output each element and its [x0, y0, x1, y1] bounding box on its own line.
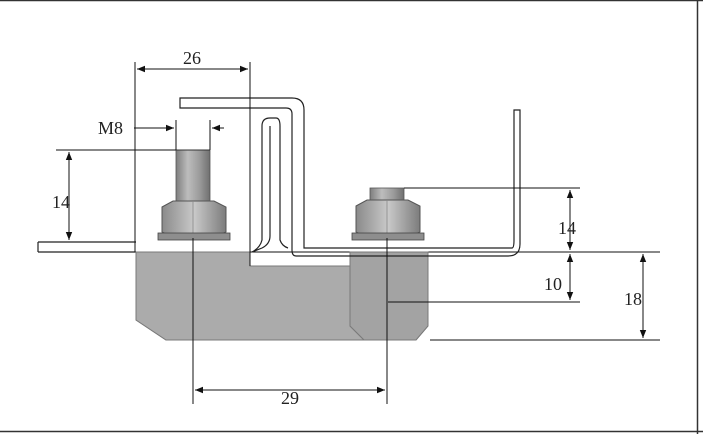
dim-label-29: 29 — [281, 388, 299, 408]
base-plate-line — [37, 241, 660, 253]
right-nut — [351, 199, 425, 241]
dimension-lower-height: 10 — [388, 254, 580, 303]
dim-label-26: 26 — [183, 48, 201, 68]
hook-profile — [179, 97, 521, 257]
dim-label-m8: M8 — [98, 118, 123, 138]
dim-label-10: 10 — [544, 274, 562, 294]
dimension-bottom-spacing: 29 — [192, 238, 388, 408]
dimension-right-height: 14 — [404, 187, 580, 250]
dimension-total-height: 18 — [430, 254, 660, 341]
dimension-left-height: 14 — [52, 149, 176, 240]
left-bolt — [175, 149, 211, 207]
dim-label-14-left: 14 — [52, 192, 70, 212]
dim-label-18: 18 — [624, 289, 642, 309]
dim-label-14-right: 14 — [558, 218, 576, 238]
left-nut — [157, 200, 231, 241]
dimension-top-width: 26 — [134, 48, 251, 266]
clamp-block — [135, 251, 429, 341]
dimension-bolt-size: M8 — [98, 118, 224, 150]
